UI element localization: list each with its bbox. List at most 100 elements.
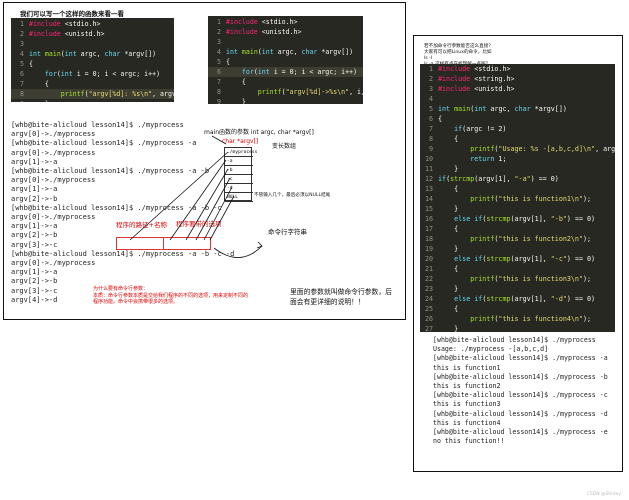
options-label: 程序要带的选项 <box>176 220 222 228</box>
pointer-array-label: 变长数组 <box>272 143 297 150</box>
options-box <box>163 237 211 250</box>
terminal-line: [whb@bite-alicloud lesson14]$ ./myproces… <box>433 336 596 344</box>
terminal-line: argv[2]->-b <box>11 194 58 203</box>
program-path-label: 程序的路径+名称 <box>116 221 167 229</box>
terminal-line: [whb@bite-alicloud lesson14]$ ./myproces… <box>11 249 235 258</box>
terminal-line: argv[4]->-d <box>11 295 58 304</box>
code-line: 22 printf("this is function3\n"); <box>424 275 592 283</box>
terminal-line: Usage: ./myprocess -[a,b,c,d] <box>433 345 549 354</box>
code-line: 3#include <unistd.h> <box>428 85 515 93</box>
terminal-line: this is function2 <box>433 382 501 391</box>
code-line: 8 printf("argv[%d]->%s\n", i, argv[i]); <box>217 88 363 96</box>
code-line: 15 } <box>424 205 459 213</box>
code-line: 21 { <box>424 265 459 273</box>
terminal-line: argv[0]->./myprocess <box>11 176 96 185</box>
terminal-line: [whb@bite-alicloud lesson14]$ ./myproces… <box>433 428 608 437</box>
code-line: 14 printf("this is function1\n"); <box>424 195 592 203</box>
terminal-line: [whb@bite-alicloud lesson14]$ ./myproces… <box>433 354 608 363</box>
cmdline-string-label: 命令行字符串 <box>268 228 307 236</box>
code-line: 19 } <box>424 245 459 253</box>
argv-cell: ./myprocess <box>225 150 258 157</box>
note-line: ls -l <box>424 56 433 61</box>
code-editor-a: 1#include <stdio.h> 2#include <unistd.h> 3… <box>11 18 174 102</box>
terminal-line: argv[1]->-a <box>11 157 58 166</box>
main-params-label: main函数的参数 int argc, char *argv[] <box>204 129 314 136</box>
argv-cell: -b <box>225 166 253 175</box>
inside-params-note: 里面的参数就叫做命令行参数，后面会有更详细的说明！！ <box>290 288 392 306</box>
code-line: 9 } <box>11 99 174 102</box>
code-line: 4 <box>428 95 433 103</box>
code-line: 20 else if(strcmp(argv[1], "-c") == 0) <box>424 255 596 263</box>
code-line: 25 { <box>424 305 459 313</box>
terminal-line: argv[0]->./myprocess <box>11 130 96 139</box>
code-line: 6 for(int i = 0; i < argc; i++) <box>208 67 363 77</box>
terminal-line: [whb@bite-alicloud lesson14]$ ./myproces… <box>433 409 608 418</box>
code-line: 5{ <box>20 60 33 68</box>
terminal-line: argv[0]->./myprocess <box>11 213 96 222</box>
code-line: 1#include <stdio.h> <box>217 18 298 26</box>
code-line: 13 { <box>424 185 459 193</box>
code-line: 3 <box>20 40 24 48</box>
code-line: 5{ <box>217 58 230 66</box>
terminal-line: argv[3]->-c <box>11 240 58 249</box>
program-path-box <box>116 237 164 250</box>
argv-cell: NULL <box>225 193 253 202</box>
code-line: 2#include <string.h> <box>428 75 515 83</box>
code-line: 8 printf("argv[%d]: %s\n", argv[i]); <box>11 89 174 99</box>
right-terminal: [whb@bite-alicloud lesson14]$ ./myproces… <box>433 336 608 446</box>
code-line: 7 { <box>20 80 49 88</box>
argv-cell: -c <box>225 175 253 184</box>
terminal-line: this is function3 <box>433 400 501 409</box>
code-editor-b: 1#include <stdio.h> 2#include <unistd.h> 3… <box>208 16 363 104</box>
code-line: 2#include <unistd.h> <box>217 28 302 36</box>
code-line: 1#include <stdio.h> <box>428 65 511 73</box>
terminal-line: [whb@bite-alicloud lesson14]$ ./myproces… <box>433 391 608 400</box>
code-line: 17 { <box>424 225 459 233</box>
terminal-line: this is function4 <box>433 418 501 427</box>
code-editor-right: 1#include <stdio.h> 2#include <string.h> 3… <box>420 64 615 332</box>
code-line: 18 printf("this is function2\n"); <box>424 235 592 243</box>
note-line: 大家有可以把Linux的命令，比如 <box>424 50 492 55</box>
code-line: 3 <box>217 38 221 46</box>
terminal-line: argv[1]->-a <box>11 185 58 194</box>
code-line: 2#include <unistd.h> <box>20 30 105 38</box>
code-line: 6{ <box>428 115 443 123</box>
terminal-line: argv[1]->-a <box>11 222 58 231</box>
note-line: 若不加命令行参数能否这么直接？ <box>424 44 493 49</box>
why-note: 为什么要有命令行参数： 本质：命令行参数本质是交给我们程序的不同的选项，用来定制… <box>93 286 249 305</box>
terminal-line: [whb@bite-alicloud lesson14]$ ./myproces… <box>11 139 197 148</box>
terminal-line: no this function!! <box>433 437 505 446</box>
watermark: CSDN @Shirley <box>586 492 621 497</box>
terminal-line: argv[3]->-c <box>11 286 58 295</box>
code-line: 6 for(int i = 0; i < argc; i++) <box>20 70 161 78</box>
terminal-line: argv[2]->-b <box>11 277 58 286</box>
code-line: 7 { <box>217 78 246 86</box>
terminal-line: argv[1]->-a <box>11 268 58 277</box>
code-line: 24 else if(strcmp(argv[1], "-d") == 0) <box>424 295 596 303</box>
terminal-line: [whb@bite-alicloud lesson14]$ ./myproces… <box>433 372 608 381</box>
code-line: 27 } <box>424 325 459 332</box>
code-line: 10 return 1; <box>424 155 507 163</box>
terminal-line: [whb@bite-alicloud lesson14]$ ./myproces… <box>11 167 210 176</box>
terminal-line: [whb@bite-alicloud lesson14]$ ./myproces… <box>11 203 222 212</box>
terminal-line: [whb@bite-alicloud lesson14]$ ./myproces… <box>11 121 184 129</box>
code-line: 9 printf("Usage: %s -[a,b,c,d]\n", argv[… <box>428 145 615 153</box>
argv-cell: -a <box>225 157 253 166</box>
code-line: 7 if(argc != 2) <box>428 125 507 133</box>
code-line: 8 { <box>428 135 459 143</box>
code-line: 11 } <box>424 165 459 173</box>
terminal-line: this is function1 <box>433 363 501 372</box>
terminal-line: argv[0]->./myprocess <box>11 259 96 268</box>
terminal-line: argv[0]->./myprocess <box>11 148 96 157</box>
argv-cell: -d <box>225 184 253 193</box>
code-line: 26 printf("this is function4\n"); <box>424 315 592 323</box>
code-line: 1#include <stdio.h> <box>20 20 101 28</box>
code-line: 9 } <box>217 98 246 104</box>
char-argv-label: char *argv[] <box>222 138 259 145</box>
code-line: 23 } <box>424 285 459 293</box>
